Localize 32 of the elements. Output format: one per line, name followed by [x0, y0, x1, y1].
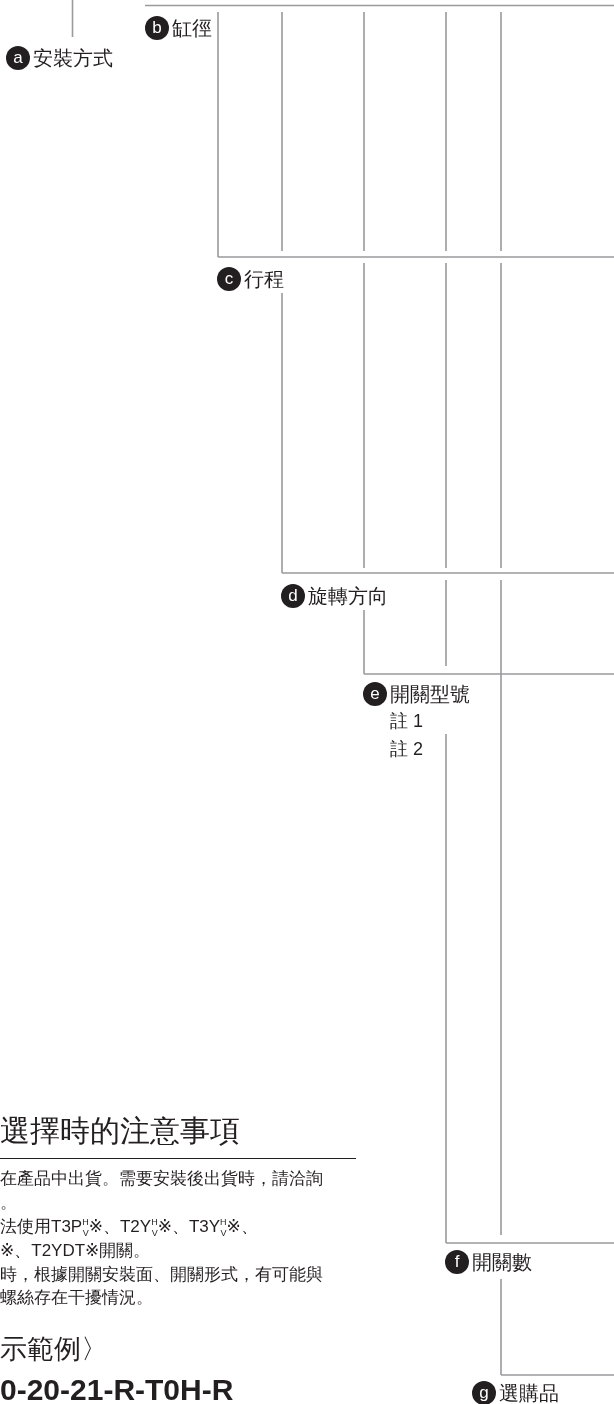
- leader-line: [144, 4, 614, 7]
- note-text: 法使用T3P$^{H}$$_{V}$※、T2Y$^{H}$$_{V}$※、T3Y$^{H}$$_{V}$※、: [0, 1216, 258, 1237]
- note-text: 螺絲存在干擾情況。: [0, 1287, 153, 1308]
- callout-letter: c: [217, 267, 241, 291]
- callout-letter: d: [281, 584, 305, 608]
- note-text: ※、T2YDT※開關。: [0, 1240, 151, 1261]
- note-text: 在產品中出貨。需要安裝後出貨時，請洽詢: [0, 1168, 323, 1189]
- note-text: 時，根據開關安裝面、開關形式，有可能與: [0, 1264, 323, 1285]
- section-heading: 選擇時的注意事項: [0, 1114, 240, 1148]
- callout-letter: a: [6, 46, 30, 70]
- note-reference: 註 1: [390, 710, 423, 733]
- callout-letter: b: [145, 16, 169, 40]
- item-label: 開關型號: [390, 682, 470, 707]
- leader-line: [71, 0, 74, 38]
- callout-letter: f: [445, 1250, 469, 1274]
- leader-line: [281, 11, 614, 574]
- callout-letter: g: [472, 1381, 496, 1404]
- item-label: 旋轉方向: [308, 584, 388, 609]
- leader-line: [363, 11, 614, 675]
- note-text: 。: [0, 1192, 17, 1213]
- item-label: 安裝方式: [33, 46, 113, 71]
- subheading: 示範例〉: [0, 1334, 108, 1365]
- item-label: 缸徑: [172, 16, 212, 41]
- item-label: 選購品: [499, 1381, 559, 1404]
- note-reference: 註 2: [390, 738, 423, 761]
- item-label: 開關數: [472, 1250, 532, 1275]
- leader-line: [500, 11, 614, 1376]
- leader-line: [217, 11, 614, 258]
- model-code: 0-20-21-R-T0H-R: [0, 1373, 234, 1404]
- item-label: 行程: [244, 267, 284, 292]
- leader-line: [445, 11, 614, 1244]
- callout-letter: e: [363, 682, 387, 706]
